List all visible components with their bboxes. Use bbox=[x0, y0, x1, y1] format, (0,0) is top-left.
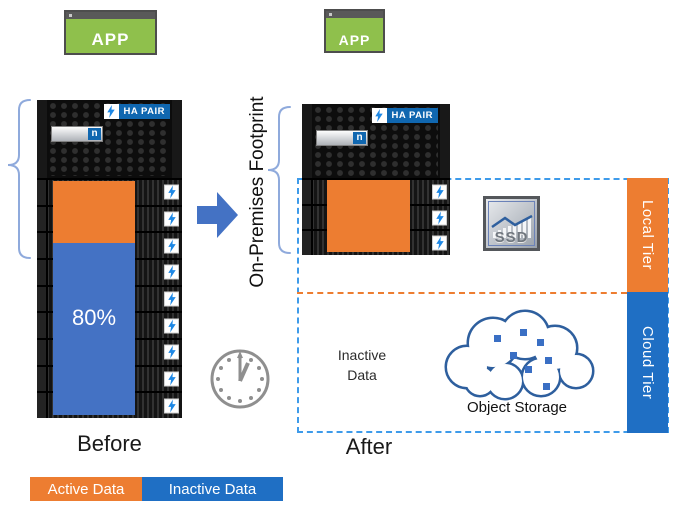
left-brace-icon bbox=[7, 99, 31, 259]
active-data-block bbox=[53, 181, 135, 243]
netapp-logo-icon: n bbox=[353, 132, 366, 144]
ha-pair-badge: HA PAIR bbox=[103, 104, 170, 119]
inactive-data-label: Inactive Data bbox=[322, 345, 402, 386]
before-storage-array: n HA PAIR bbox=[37, 100, 182, 419]
lightning-bolt-icon bbox=[103, 104, 119, 119]
ha-pair-label: HA PAIR bbox=[386, 108, 438, 123]
inactive-percent: 80% bbox=[71, 305, 117, 330]
controller-bezel: n bbox=[51, 126, 103, 142]
lightning-bolt-icon bbox=[164, 318, 179, 334]
app-titlebar bbox=[326, 11, 383, 18]
controller-bezel: n bbox=[316, 130, 368, 146]
after-caption: After bbox=[345, 434, 393, 459]
inactive-data-block: 80% bbox=[53, 243, 135, 415]
ha-controller: n HA PAIR bbox=[37, 100, 182, 178]
ssd-icon-inner: SSD bbox=[488, 201, 535, 246]
lightning-bolt-icon bbox=[164, 264, 179, 280]
clock-icon bbox=[210, 349, 270, 409]
app-label: APP bbox=[338, 32, 371, 48]
lightning-bolt-icon bbox=[164, 344, 179, 360]
app-window-icon-before: APP bbox=[64, 10, 157, 55]
right-brace-icon bbox=[267, 106, 291, 254]
object-storage-label: Object Storage bbox=[466, 399, 568, 416]
app-window-icon-after: APP bbox=[324, 9, 385, 53]
cloud-tier-label: Cloud Tier bbox=[627, 292, 668, 433]
lightning-bolt-icon bbox=[432, 235, 447, 251]
before-caption: Before bbox=[77, 431, 142, 456]
right-arrow-icon bbox=[197, 192, 238, 238]
lightning-bolt-icon bbox=[164, 291, 179, 307]
app-label: APP bbox=[91, 30, 130, 49]
lightning-bolt-icon bbox=[164, 238, 179, 254]
tier-divider-line bbox=[297, 292, 627, 294]
lightning-bolt-icon bbox=[432, 184, 447, 200]
object-storage-cloud-icon bbox=[444, 309, 595, 401]
app-titlebar bbox=[66, 12, 155, 19]
ha-pair-badge: HA PAIR bbox=[371, 108, 438, 123]
ha-pair-label: HA PAIR bbox=[118, 104, 170, 119]
legend-active-data: Active Data bbox=[30, 477, 142, 501]
netapp-logo-icon: n bbox=[88, 128, 101, 140]
inactive-data-line2: Data bbox=[347, 367, 377, 384]
lightning-bolt-icon bbox=[164, 371, 179, 387]
legend: Active Data Inactive Data bbox=[30, 477, 283, 501]
after-storage-array: n HA PAIR bbox=[302, 104, 450, 256]
cloud-data-squares bbox=[494, 329, 552, 390]
on-premises-tier-boundary bbox=[297, 178, 669, 433]
on-premises-footprint-label: On-Premises Footprint bbox=[247, 96, 268, 288]
active-data-block bbox=[327, 180, 410, 252]
inactive-data-line1: Inactive bbox=[337, 347, 387, 363]
ssd-icon: SSD bbox=[483, 196, 540, 251]
lightning-bolt-icon bbox=[164, 184, 179, 200]
legend-inactive-data: Inactive Data bbox=[142, 477, 283, 501]
lightning-bolt-icon bbox=[432, 210, 447, 225]
local-tier-label: Local Tier bbox=[627, 178, 668, 292]
lightning-bolt-icon bbox=[164, 398, 179, 414]
ha-controller: n HA PAIR bbox=[302, 104, 450, 178]
lightning-bolt-icon bbox=[164, 211, 179, 227]
lightning-bolt-icon bbox=[371, 108, 387, 123]
ssd-label: SSD bbox=[494, 229, 529, 246]
ssd-chart-icon bbox=[490, 214, 533, 238]
